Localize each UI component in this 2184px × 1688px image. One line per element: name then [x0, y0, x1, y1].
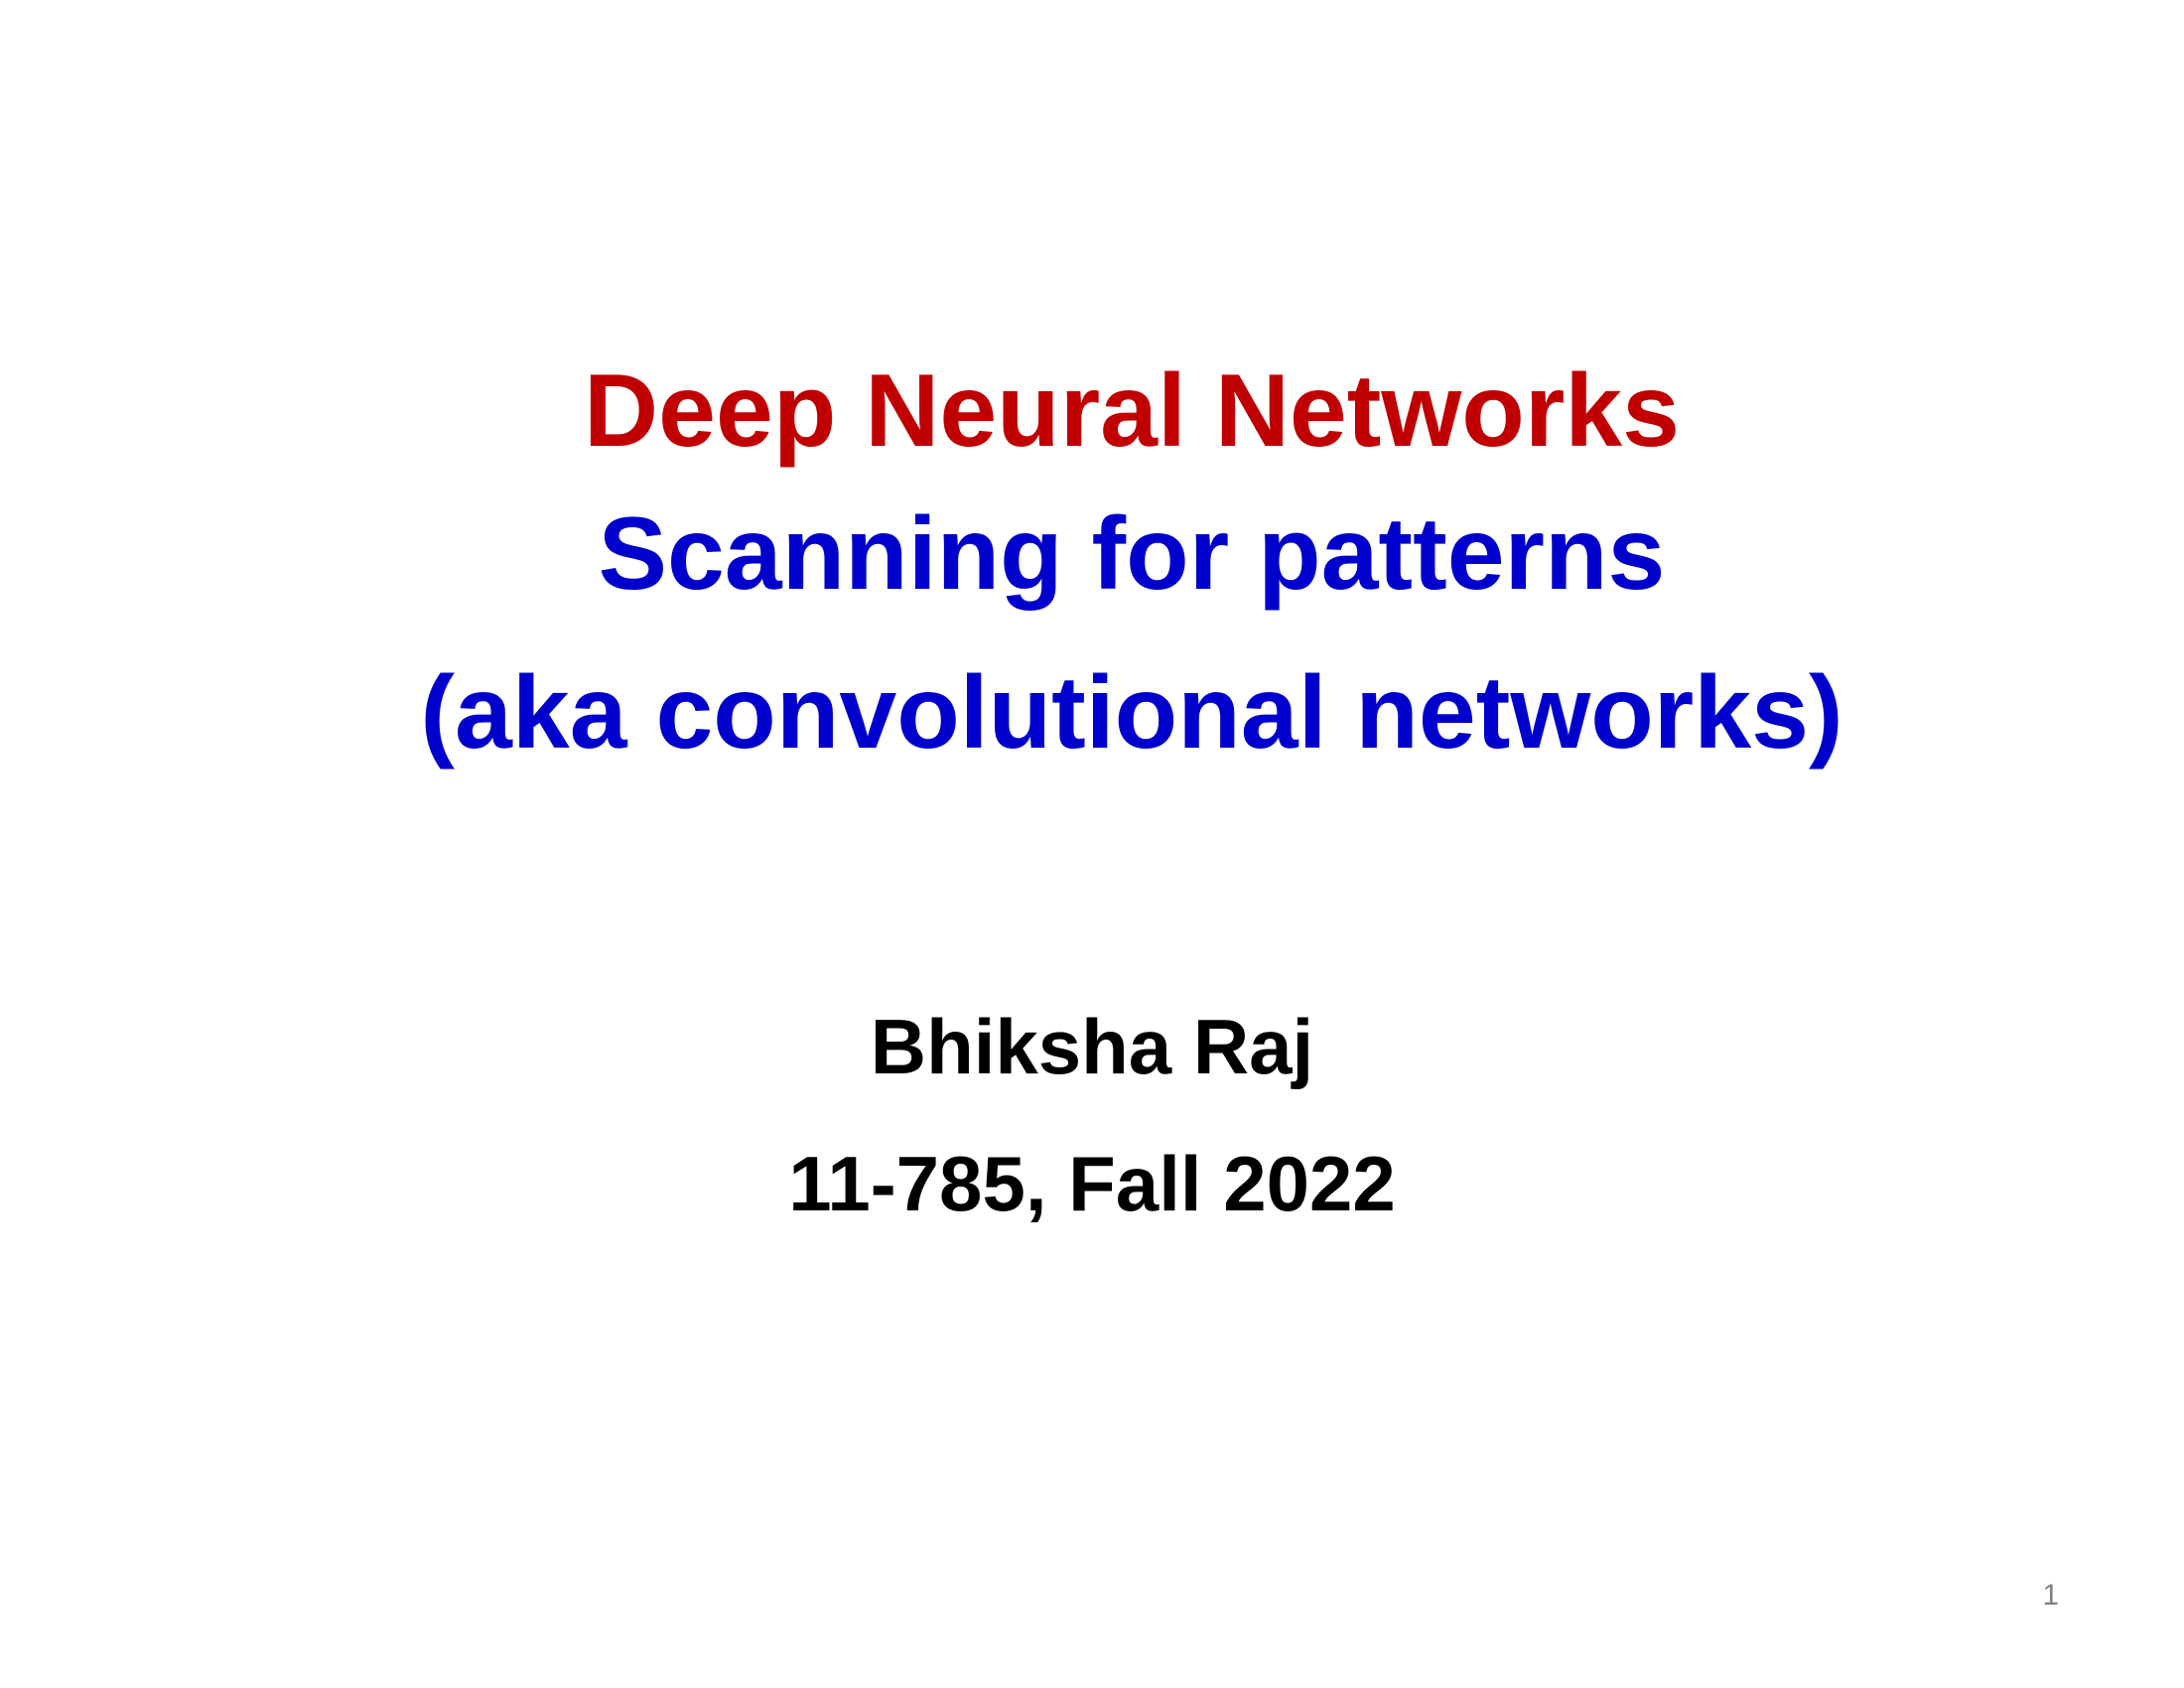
author-name: Bhiksha Raj	[870, 1003, 1314, 1090]
slide-title: Deep Neural Networks Scanning for patter…	[0, 348, 2184, 792]
title-line-2: Scanning for patterns	[598, 496, 1666, 612]
title-line-3: (aka convolutional networks)	[420, 655, 1843, 771]
page-number: 1	[2042, 1579, 2059, 1612]
course-info: 11-785, Fall 2022	[788, 1140, 1396, 1227]
title-line-1: Deep Neural Networks	[584, 353, 1680, 469]
author-block: Bhiksha Raj 11-785, Fall 2022	[0, 978, 2184, 1252]
